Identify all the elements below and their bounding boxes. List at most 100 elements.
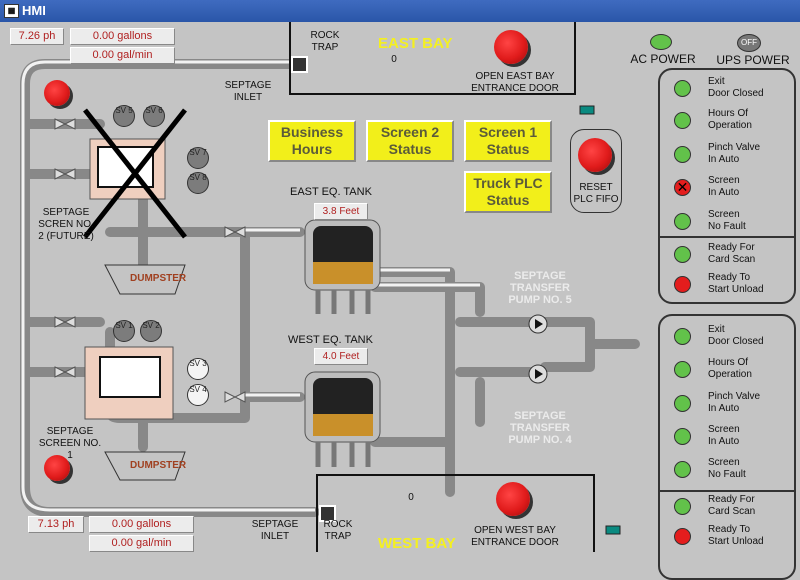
status-label-line2: Card Scan [708,506,756,517]
status-label-line1: Pinch Valve [708,142,761,153]
west-tank [304,371,381,467]
east-ph-readout: 7.26 ph [10,28,64,45]
status-label-line2: In Auto [708,154,740,165]
ups-power-label: UPS POWER [716,53,790,67]
ac-power-label: AC POWER [630,52,696,66]
status-indicator [674,428,691,445]
east-tank-level: 3.8 Feet [314,203,368,220]
status-label-line2: Operation [708,369,752,380]
pipe-highlights [21,60,480,512]
west-gallons-readout: 0.00 gallons [89,516,194,533]
status-label-line2: Card Scan [708,254,756,265]
dumpster-top [104,264,186,295]
status-label-line1: Hours Of [708,357,749,368]
truck-plc-status-button[interactable]: Truck PLC Status [464,171,552,213]
west-rock-trap-icon [319,505,336,522]
status-indicator [674,528,691,545]
title-bar: ▦ HMI [0,0,800,22]
west-septage-inlet-label: SEPTAGE INLET [251,519,299,542]
dumpster-top-label: DUMPSTER [130,273,187,284]
status-label-line2: Start Unload [708,284,764,295]
sv4[interactable]: SV 4 [187,384,209,406]
status-label-line1: Exit [708,324,725,335]
west-bay-frame [316,474,595,552]
status-label-line2: No Fault [708,221,746,232]
status-label-line2: No Fault [708,469,746,480]
status-label-line1: Ready For [708,494,755,505]
ups-power-indicator: OFF [737,34,761,52]
open-east-bay-door-button[interactable] [494,30,528,64]
open-west-bay-door-label: OPEN WEST BAY ENTRANCE DOOR [471,525,559,548]
status-label-line2: In Auto [708,436,740,447]
status-label-line1: Hours Of [708,108,749,119]
screen-1-label: SEPTAGE SCREEN NO. 1 [38,426,102,461]
status-label-line1: Screen [708,424,740,435]
east-rock-trap-icon [291,56,308,73]
status-indicator [674,112,691,129]
screen-1-status-button[interactable]: Screen 1 Status [464,120,552,162]
status-label-line2: Door Closed [708,336,764,347]
west-ph-readout: 7.13 ph [28,516,84,533]
window-title: HMI [22,3,46,18]
east-bay-count: 0 [391,54,397,65]
status-indicator [674,276,691,293]
reset-plc-fifo-panel: RESET PLC FIFO [570,129,622,213]
sv2[interactable]: SV 2 [140,320,162,342]
east-tank-label: EAST EQ. TANK [290,186,372,198]
east-gallons-readout: 0.00 gallons [70,28,175,45]
west-door-indicator [605,525,621,535]
process-diagram [20,22,640,552]
sv5[interactable]: SV 5 [113,105,135,127]
sv3[interactable]: SV 3 [187,358,209,380]
sv6[interactable]: SV 6 [143,105,165,127]
east-bay-frame [289,22,576,95]
east-flow-readout: 0.00 gal/min [70,47,175,64]
main-inlet-loop [20,59,320,517]
open-west-bay-door-button[interactable] [496,482,530,516]
status-indicator [674,498,691,515]
status-label-line2: In Auto [708,187,740,198]
business-hours-button[interactable]: Business Hours [268,120,356,162]
west-rock-trap-label: ROCK TRAP [323,519,353,542]
west-flow-readout: 0.00 gal/min [89,535,194,552]
sv1[interactable]: SV 1 [113,320,135,342]
hmi-canvas: 7.26 ph 0.00 gallons 0.00 gal/min SEPTAG… [0,22,800,580]
status-label-line1: Ready To [708,524,751,535]
pump-4-label: SEPTAGE TRANSFER PUMP NO. 4 [508,410,572,446]
west-bay-count: 0 [408,492,414,503]
west-tank-label: WEST EQ. TANK [288,334,373,346]
status-label-line1: Ready For [708,242,755,253]
reset-plc-fifo-label: RESET PLC FIFO [573,182,619,205]
status-label-line1: Screen [708,209,740,220]
pump-5-label: SEPTAGE TRANSFER PUMP NO. 5 [508,270,572,306]
open-east-bay-door-label: OPEN EAST BAY ENTRANCE DOOR [471,71,559,94]
status-indicator [674,80,691,97]
west-bay-label: WEST BAY [378,535,456,552]
status-indicator [674,146,691,163]
status-label-line1: Pinch Valve [708,391,761,402]
status-indicator [674,328,691,345]
reset-plc-fifo-button[interactable] [578,138,612,172]
status-indicator [674,395,691,412]
screen-2-status-button[interactable]: Screen 2 Status [366,120,454,162]
west-tank-level: 4.0 Feet [314,348,368,365]
dumpster-bottom [104,451,186,481]
status-label-line2: In Auto [708,403,740,414]
status-indicator: ✕ [674,179,691,196]
status-indicator [674,461,691,478]
sv8[interactable]: SV 8 [187,172,209,194]
sv7[interactable]: SV 7 [187,147,209,169]
screen-2-disabled-x-icon [83,108,187,239]
status-label-line2: Door Closed [708,88,764,99]
status-label-line2: Start Unload [708,536,764,547]
